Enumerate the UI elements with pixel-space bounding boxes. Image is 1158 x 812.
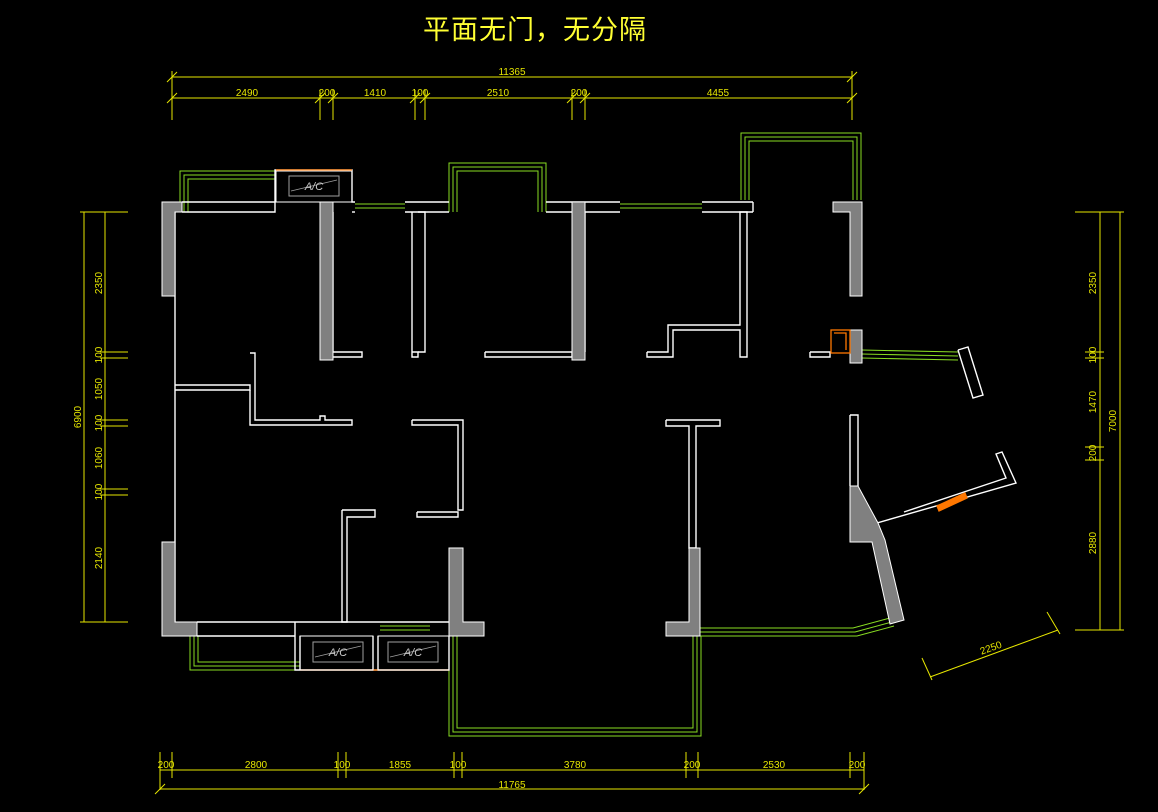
top-label: 200 (571, 88, 588, 99)
flue-duct-marks (276, 169, 968, 671)
right-label: 2880 (1088, 531, 1099, 554)
ac-unit-top: A/C (275, 170, 353, 203)
top-segment-dimensions (166, 90, 858, 120)
bottom-label: 200 (849, 760, 866, 771)
left-label: 2350 (94, 271, 105, 294)
top-label: 2510 (487, 88, 510, 99)
top-total-label: 11365 (498, 67, 526, 78)
left-label: 100 (94, 483, 105, 500)
bottom-label: 200 (684, 760, 701, 771)
bottom-label: 1855 (389, 760, 412, 771)
bottom-label: 200 (158, 760, 175, 771)
drawing-title: 平面无门，无分隔 (423, 15, 647, 46)
ac-units: A/C A/C A/C (275, 170, 450, 671)
left-label: 100 (94, 346, 105, 363)
top-total-dimension (166, 71, 858, 120)
right-label: 1470 (1088, 390, 1099, 413)
structural-columns (161, 201, 905, 637)
top-label: 4455 (707, 88, 730, 99)
top-label: 100 (412, 88, 429, 99)
bottom-label: 2530 (763, 760, 786, 771)
slant-dimension (921, 611, 1061, 681)
bottom-total-label: 11765 (498, 780, 526, 791)
bottom-total-dimension (154, 783, 870, 795)
top-label: 1410 (364, 88, 387, 99)
bottom-segment-dimensions (159, 752, 865, 790)
right-label: 200 (1088, 444, 1099, 461)
bottom-label: 2800 (245, 760, 268, 771)
bottom-label: 100 (334, 760, 351, 771)
right-dimensions (1075, 211, 1124, 631)
left-label: 1060 (94, 446, 105, 469)
left-label: 1050 (94, 377, 105, 400)
ac-label: A/C (328, 647, 347, 659)
right-label: 100 (1088, 346, 1099, 363)
left-total-label: 6900 (73, 405, 84, 428)
bottom-label: 100 (450, 760, 467, 771)
ac-label: A/C (403, 647, 422, 659)
dimension-annotations (80, 71, 1124, 795)
top-label: 200 (319, 88, 336, 99)
left-label: 100 (94, 414, 105, 431)
ac-unit-bottom-right: A/C (377, 635, 450, 671)
balcony-outlines (179, 132, 959, 737)
top-label: 2490 (236, 88, 259, 99)
left-label: 2140 (94, 546, 105, 569)
right-total-label: 7000 (1108, 409, 1119, 432)
bottom-label: 3780 (564, 760, 587, 771)
left-dimensions (80, 211, 128, 623)
right-label: 2350 (1088, 271, 1099, 294)
ac-label: A/C (304, 181, 323, 193)
dimension-labels: 11365 2490 200 1410 100 2510 200 4455 20… (73, 67, 1119, 791)
ac-unit-bottom-left: A/C (299, 635, 374, 671)
